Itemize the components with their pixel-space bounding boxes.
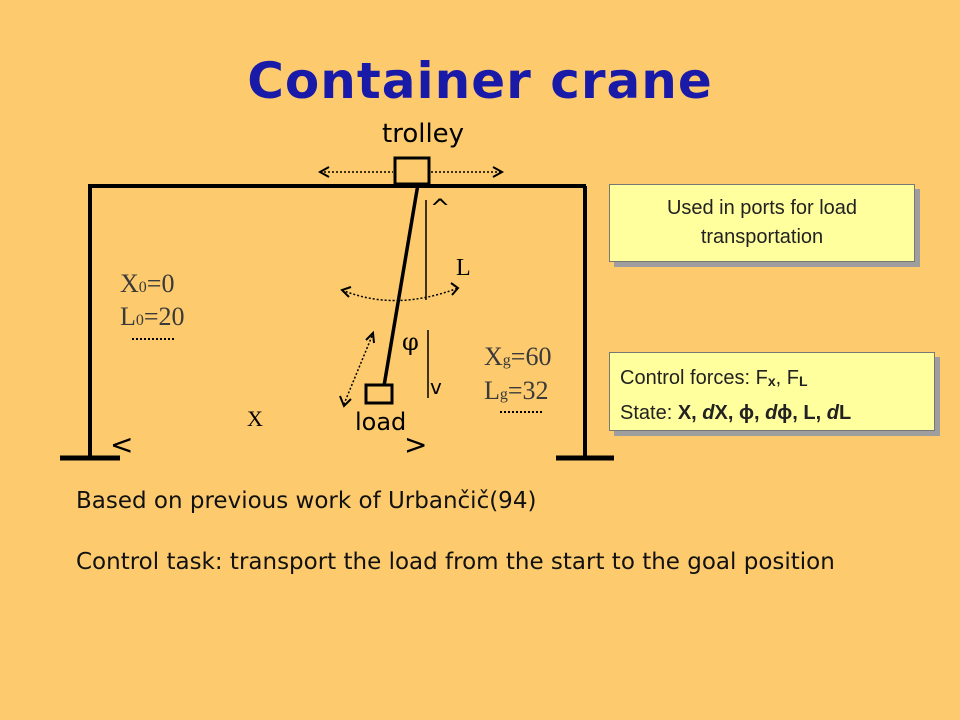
goal-x: Xg=60: [484, 342, 551, 371]
state-callout: Control forces: Fx, FL State: X, dX, ϕ, …: [609, 352, 935, 431]
start-values: X0=0 L0=20: [120, 269, 185, 331]
length-label: L: [456, 255, 471, 281]
load-box: [364, 383, 394, 405]
rope: [382, 183, 420, 387]
background-paragraph: Based on previous work of Urbančič(94): [76, 488, 537, 514]
goal-values: Xg=60 Lg=32: [484, 342, 551, 405]
load-swing-arrow: [339, 330, 375, 408]
angle-label: φ: [402, 328, 419, 356]
control-forces-line: Control forces: Fx, FL: [620, 367, 808, 389]
trolley-label: trolley: [382, 119, 464, 149]
page-title: Container crane: [247, 52, 713, 110]
gantry-frame: [88, 184, 587, 458]
goal-l: Lg=32: [484, 376, 549, 405]
up-chevron: ^: [430, 194, 450, 222]
right-bracket: >: [404, 428, 427, 461]
down-chevron: v: [430, 375, 442, 399]
load-label: load: [355, 408, 406, 436]
trolley-move-arrow: [317, 166, 505, 178]
left-bracket: <: [110, 428, 133, 461]
swing-arc-arrow: [340, 282, 460, 302]
usage-text: Used in ports for load transportation: [666, 197, 858, 248]
start-l: L0=20: [120, 302, 185, 331]
usage-callout: Used in ports for load transportation: [609, 184, 915, 262]
start-x: X0=0: [120, 269, 174, 298]
task-paragraph: Control task: transport the load from th…: [76, 549, 835, 575]
trolley-box: [393, 156, 431, 186]
state-line: State: X, dX, ϕ, dϕ, L, dL: [620, 402, 852, 424]
x-position-label: X: [247, 406, 263, 431]
